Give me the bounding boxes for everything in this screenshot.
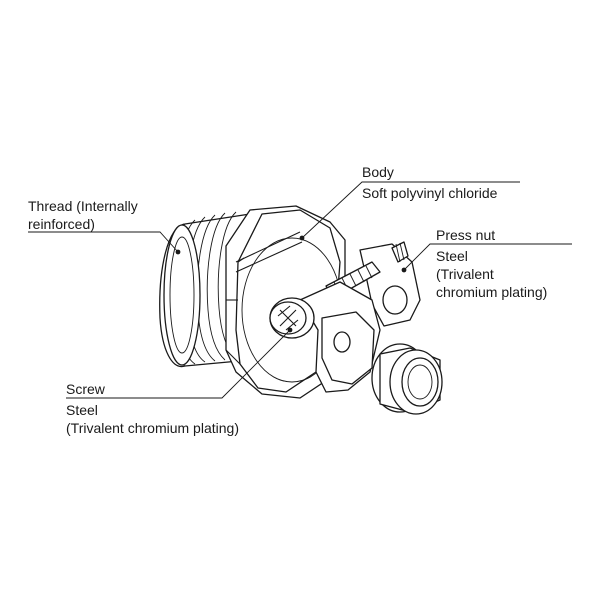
body-name: Body — [362, 164, 394, 180]
screw-name: Screw — [66, 381, 106, 397]
screw-part — [269, 297, 315, 339]
press-nut-material-2: (Trivalent — [436, 266, 494, 282]
press-nut-material-1: Steel — [436, 248, 468, 264]
thread-leader-dot — [175, 249, 181, 255]
body-leader-dot — [299, 235, 305, 241]
body-leader — [301, 181, 520, 239]
label-press-nut: Press nut Steel (Trivalent chromium plat… — [436, 227, 547, 300]
thread-line1: Thread (Internally — [28, 198, 138, 214]
label-body: Body Soft polyvinyl chloride — [362, 164, 498, 201]
screw-material-1: Steel — [66, 402, 98, 418]
label-thread: Thread (Internally reinforced) — [28, 198, 138, 232]
body-material: Soft polyvinyl chloride — [362, 185, 498, 201]
label-screw: Screw Steel (Trivalent chromium plating) — [66, 381, 239, 436]
thread-leader — [28, 231, 179, 253]
press-nut-material-3: chromium plating) — [436, 284, 547, 300]
press-nut-name: Press nut — [436, 227, 495, 243]
thread-line2: reinforced) — [28, 216, 95, 232]
screw-leader — [66, 329, 291, 399]
press-nut-leader-dot — [401, 267, 407, 273]
clamp-assembly — [299, 241, 443, 415]
screw-leader-dot — [287, 327, 293, 333]
press-nut-leader — [403, 243, 572, 271]
leader-lines — [28, 181, 572, 399]
screw-material-2: (Trivalent chromium plating) — [66, 420, 239, 436]
